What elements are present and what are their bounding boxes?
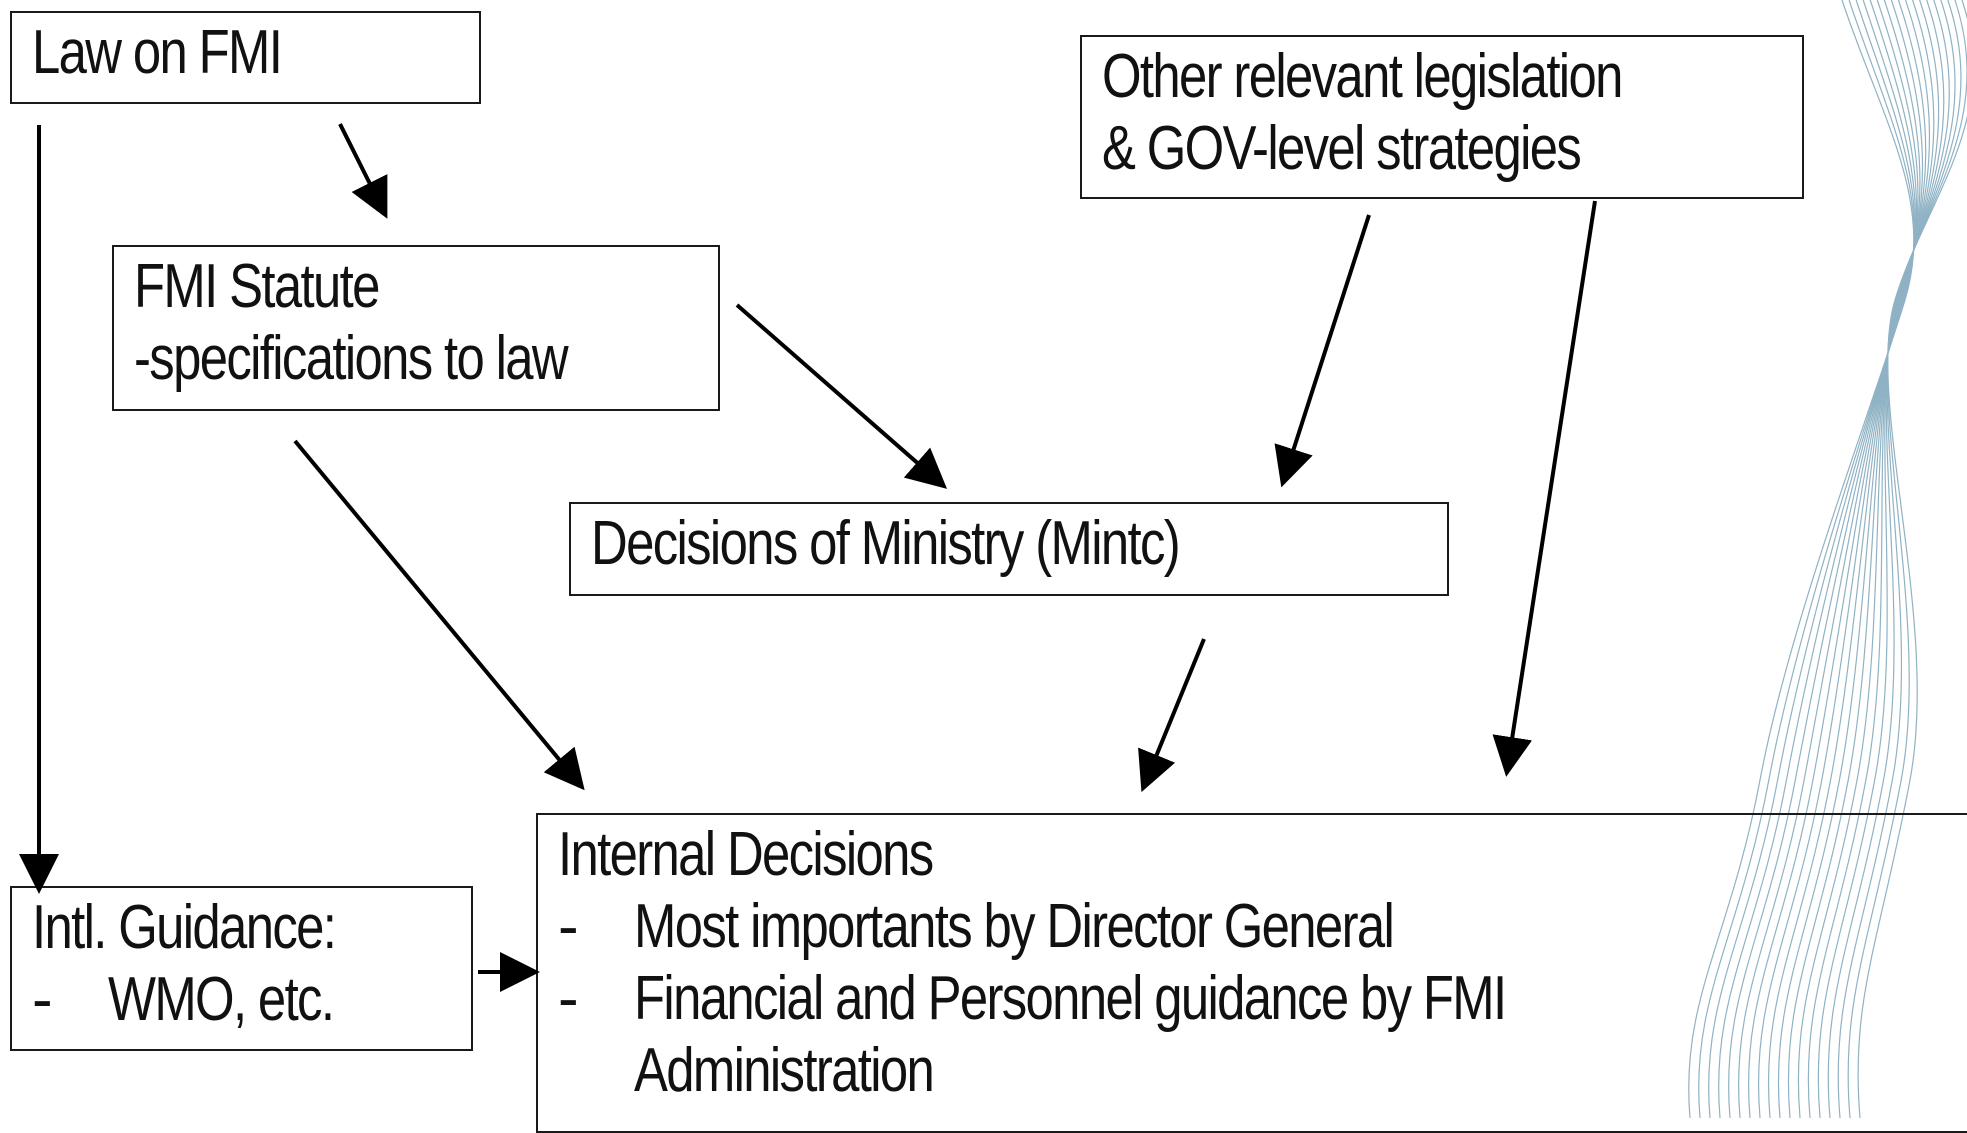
decorative-wave-line <box>1708 0 1916 1118</box>
decorative-wave-line <box>1807 0 1945 1118</box>
ministry-decisions-label: Decisions of Ministry (Mintc) <box>591 509 1181 578</box>
arrow-other-to-internal <box>1492 200 1597 777</box>
fmi-statute-box: FMI Statute -specifications to law <box>112 245 720 411</box>
decorative-wave-line <box>1857 0 1967 1118</box>
internal-decisions-title: Internal Decisions <box>558 820 934 889</box>
bullet-dash: - <box>32 965 53 1034</box>
arrow-ministry-to-internal <box>1138 638 1206 793</box>
decorative-wave-line <box>1777 0 1931 1118</box>
decorative-wave-line <box>1827 0 1956 1118</box>
bullet-dash: - <box>558 964 579 1033</box>
decorative-wave-line <box>1787 0 1935 1118</box>
arrow-other-to-ministry <box>1274 214 1371 488</box>
decorative-wave-line <box>1747 0 1921 1118</box>
decorative-wave-line <box>1847 0 1967 1118</box>
fmi-statute-subtitle: -specifications to law <box>134 324 569 393</box>
arrow-statute-to-ministry <box>735 303 948 489</box>
intl-guidance-title: Intl. Guidance: <box>32 893 337 962</box>
intl-guidance-box: Intl. Guidance: - WMO, etc. <box>10 886 473 1051</box>
other-legislation-line2: & GOV-level strategies <box>1102 114 1582 183</box>
internal-decisions-item: Administration <box>558 1035 1967 1107</box>
arrow-law-to-statute <box>338 123 388 219</box>
internal-decisions-box: Internal Decisions - Most importants by … <box>536 813 1967 1133</box>
other-legislation-line1: Other relevant legislation <box>1102 42 1623 111</box>
internal-decisions-item-text: Administration <box>634 1036 935 1105</box>
law-on-fmi-label: Law on FMI <box>32 18 283 87</box>
decorative-wave-line <box>1837 0 1962 1118</box>
intl-guidance-item-text: WMO, etc. <box>108 965 335 1034</box>
intl-guidance-item: - WMO, etc. <box>32 964 471 1036</box>
bullet-dash: - <box>558 892 579 961</box>
arrow-statute-to-internal <box>293 439 585 791</box>
decorative-wave-line <box>1698 0 1915 1118</box>
decorative-wave-line <box>1737 0 1919 1118</box>
decorative-wave-line <box>1718 0 1917 1118</box>
law-on-fmi-box: Law on FMI <box>10 11 481 104</box>
fmi-statute-title: FMI Statute <box>134 252 380 321</box>
internal-decisions-item: - Financial and Personnel guidance by FM… <box>558 963 1967 1035</box>
decorative-wave-line <box>1688 0 1915 1118</box>
decorative-wave-line <box>1757 0 1924 1118</box>
decorative-wave-line <box>1817 0 1950 1118</box>
internal-decisions-item: - Most importants by Director General <box>558 891 1967 963</box>
decorative-wave-line <box>1767 0 1927 1118</box>
decorative-wave-line <box>1727 0 1918 1118</box>
ministry-decisions-box: Decisions of Ministry (Mintc) <box>569 502 1449 596</box>
decorative-wave-line <box>1797 0 1940 1118</box>
other-legislation-box: Other relevant legislation & GOV-level s… <box>1080 35 1804 199</box>
internal-decisions-item-text: Financial and Personnel guidance by FMI <box>634 964 1507 1033</box>
internal-decisions-item-text: Most importants by Director General <box>634 892 1395 961</box>
